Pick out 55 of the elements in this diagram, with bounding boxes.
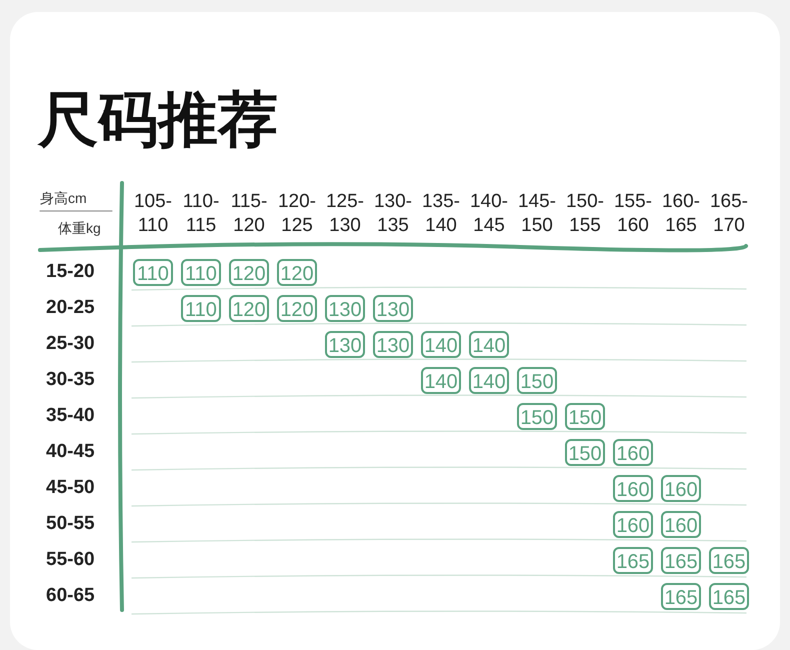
row-axis-label: 体重kg: [58, 220, 101, 238]
column-header: 105-110: [132, 190, 174, 238]
column-header: 130-135: [372, 190, 414, 238]
column-header: 160-165: [660, 190, 702, 238]
row-header: 30-35: [46, 369, 95, 391]
page-title: 尺码推荐: [38, 84, 278, 157]
size-tag: 160: [613, 439, 653, 466]
row-header: 55-60: [46, 549, 95, 571]
row-header: 25-30: [46, 333, 95, 355]
size-tag: 165: [709, 547, 749, 574]
size-tag: 160: [613, 475, 653, 502]
row-header: 45-50: [46, 477, 95, 499]
size-tag: 160: [613, 511, 653, 538]
size-tag: 120: [277, 295, 317, 322]
size-tag: 130: [373, 331, 413, 358]
row-header: 40-45: [46, 441, 95, 463]
size-tag: 110: [181, 295, 221, 322]
column-header: 150-155: [564, 190, 606, 238]
size-tag: 120: [277, 259, 317, 286]
row-header: 60-65: [46, 585, 95, 607]
column-header: 135-140: [420, 190, 462, 238]
size-tag: 130: [325, 295, 365, 322]
column-header: 165-170: [708, 190, 750, 238]
size-tag: 150: [565, 403, 605, 430]
row-header: 15-20: [46, 261, 95, 283]
size-tag: 120: [229, 259, 269, 286]
column-axis-label: 身高cm: [40, 190, 87, 208]
row-header: 50-55: [46, 513, 95, 535]
row-header: 20-25: [46, 297, 95, 319]
row-header: 35-40: [46, 405, 95, 427]
column-header: 140-145: [468, 190, 510, 238]
size-tag: 150: [565, 439, 605, 466]
size-tag: 120: [229, 295, 269, 322]
size-tag: 150: [517, 403, 557, 430]
size-tag: 165: [661, 583, 701, 610]
size-tag: 140: [421, 331, 461, 358]
size-tag: 110: [133, 259, 173, 286]
column-header: 155-160: [612, 190, 654, 238]
size-tag: 165: [613, 547, 653, 574]
size-tag: 160: [661, 511, 701, 538]
size-tag: 150: [517, 367, 557, 394]
column-header: 120-125: [276, 190, 318, 238]
size-tag: 165: [709, 583, 749, 610]
size-tag: 110: [181, 259, 221, 286]
size-tag: 160: [661, 475, 701, 502]
size-tag: 130: [325, 331, 365, 358]
size-tag: 140: [421, 367, 461, 394]
size-tag: 165: [661, 547, 701, 574]
column-header: 110-115: [182, 190, 220, 238]
column-header: 145-150: [516, 190, 558, 238]
size-tag: 130: [373, 295, 413, 322]
column-header: 125-130: [324, 190, 366, 238]
size-tag: 140: [469, 367, 509, 394]
column-header: 115-120: [230, 190, 268, 238]
size-tag: 140: [469, 331, 509, 358]
